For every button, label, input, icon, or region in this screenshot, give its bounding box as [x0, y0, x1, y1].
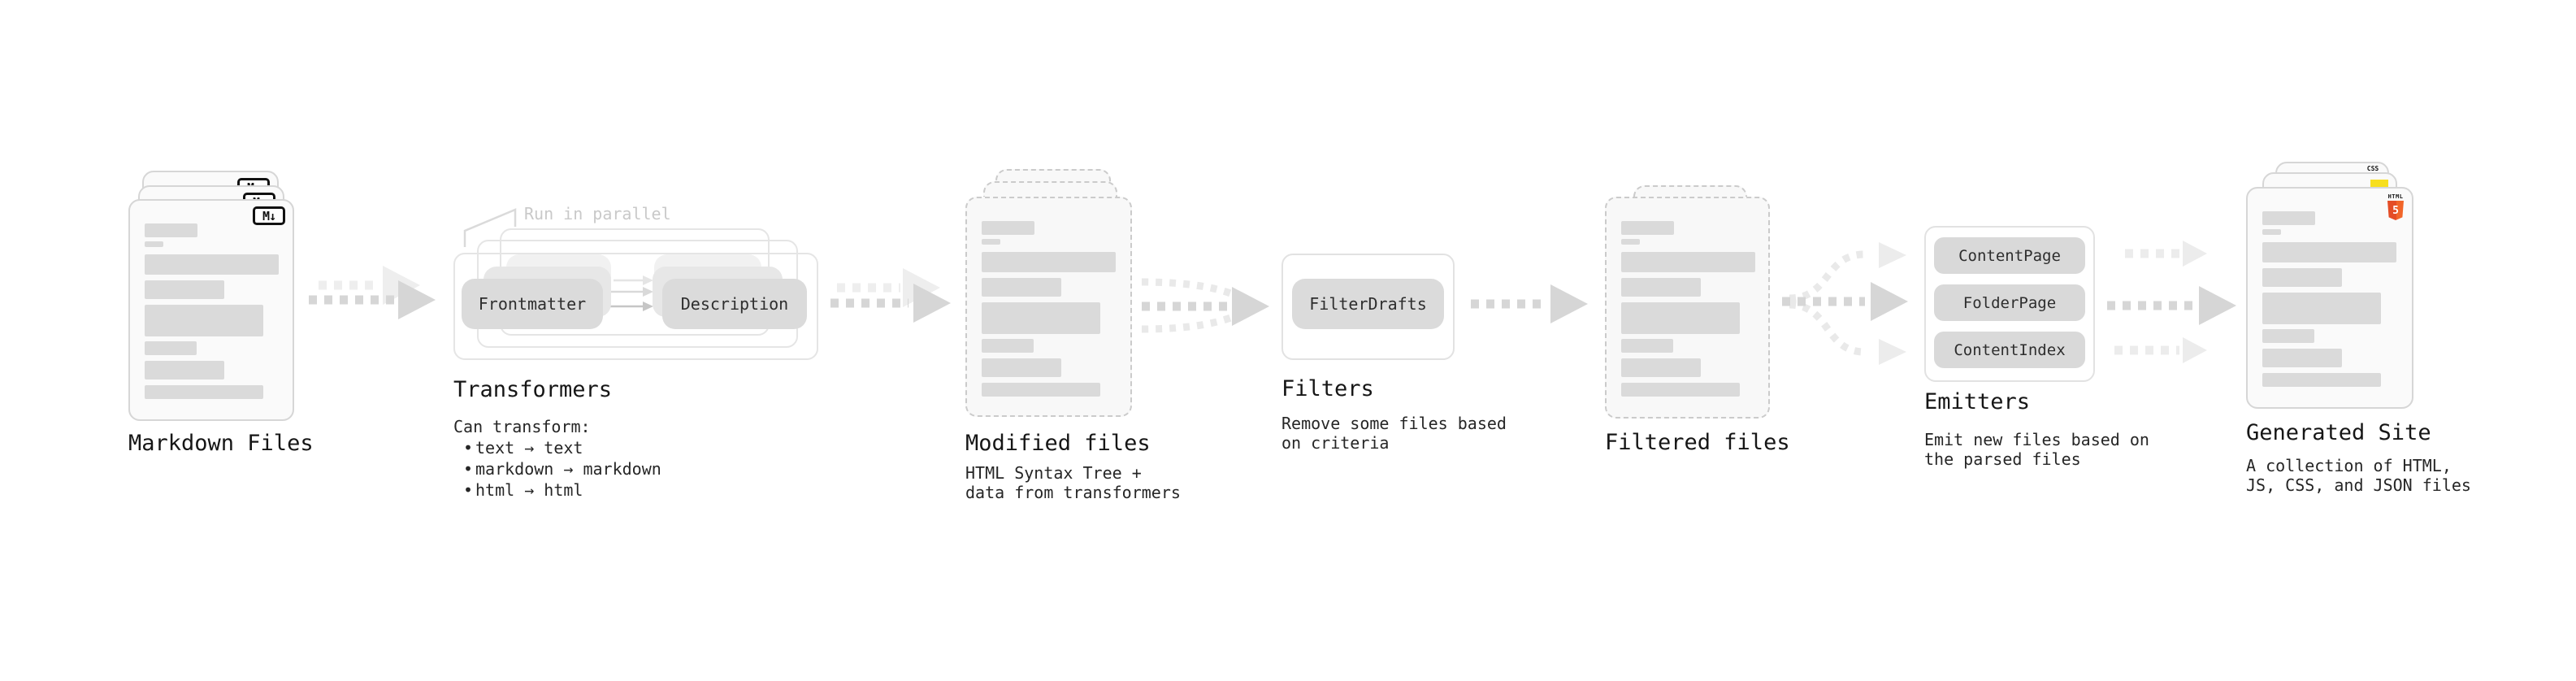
- css-icon-label: CSS: [2366, 165, 2379, 172]
- transformers-bullet: •html → html: [453, 479, 661, 501]
- bullet-marker: •: [462, 438, 474, 458]
- run-in-parallel-leader-line: [463, 208, 517, 247]
- stage-title-markdown-files: Markdown Files: [128, 431, 314, 456]
- text-line-placeholder: [1621, 252, 1755, 272]
- text-line-placeholder: [2262, 268, 2342, 287]
- text-line-placeholder: [2262, 242, 2396, 262]
- text-line-placeholder: [2262, 211, 2315, 225]
- emitters-description: Emit new files based on the parsed files: [1924, 430, 2149, 469]
- text-line-placeholder: [145, 385, 263, 399]
- text-line-placeholder: [145, 280, 224, 299]
- desc-line: Remove some files based: [1281, 414, 1507, 433]
- html5-icon: HTML 5: [2387, 193, 2405, 220]
- text-line-placeholder: [145, 305, 263, 336]
- arrow-filtered-to-emitters: [1782, 242, 1908, 365]
- transformer-box-front: [453, 253, 818, 360]
- bullet-text: text → text: [475, 438, 583, 458]
- html5-icon-label: HTML: [2387, 193, 2404, 200]
- transformer-chip-arrows: [610, 275, 653, 311]
- arrow-transformers-to-modified: [830, 268, 951, 323]
- arrow-filters-to-filtered: [1471, 284, 1588, 323]
- text-line-placeholder: [982, 221, 1034, 235]
- text-line-placeholder: [1621, 358, 1701, 377]
- bullet-text: html → html: [475, 480, 583, 500]
- desc-line: Emit new files based on: [1924, 430, 2149, 449]
- transformers-bullet: •text → text: [453, 437, 661, 458]
- stage-title-emitters: Emitters: [1924, 389, 2031, 414]
- emitter-chip-contentpage: ContentPage: [1934, 237, 2085, 274]
- stage-title-transformers: Transformers: [453, 377, 613, 402]
- text-line-placeholder: [2262, 329, 2314, 343]
- text-line-placeholder: [1621, 339, 1673, 353]
- text-line-placeholder: [982, 383, 1100, 397]
- text-line-placeholder: [2262, 373, 2381, 387]
- text-line-placeholder: [1621, 302, 1740, 334]
- markdown-icon: M↓: [253, 206, 285, 225]
- text-line-placeholder: [982, 358, 1061, 377]
- text-line-placeholder: [2262, 349, 2342, 367]
- text-line-placeholder: [145, 341, 197, 355]
- desc-line: on criteria: [1281, 433, 1390, 453]
- modified-file-card-front: [965, 197, 1132, 417]
- arrow-markdown-to-transformers: [309, 266, 436, 319]
- desc-line: A collection of HTML,: [2246, 456, 2452, 475]
- emitter-chip-folderpage: FolderPage: [1934, 284, 2085, 321]
- bullet-marker: •: [462, 480, 474, 500]
- filtered-file-card-front: [1605, 197, 1770, 419]
- desc-line: JS, CSS, and JSON files: [2246, 475, 2471, 495]
- text-line-placeholder: [982, 302, 1100, 334]
- transformers-desc-heading: Can transform:: [453, 417, 591, 436]
- text-line-placeholder: [2262, 293, 2381, 324]
- emitter-chip-contentindex: ContentIndex: [1934, 332, 2085, 368]
- stage-title-filtered-files: Filtered files: [1605, 430, 1790, 455]
- javascript-icon: [2370, 180, 2388, 188]
- desc-line: HTML Syntax Tree +: [965, 463, 1142, 483]
- transformers-description: Can transform: •text → text •markdown → …: [453, 416, 661, 501]
- markdown-file-card-front: M↓: [128, 199, 294, 421]
- generated-html-file-card: HTML 5: [2246, 187, 2413, 409]
- generated-site-description: A collection of HTML, JS, CSS, and JSON …: [2246, 456, 2471, 495]
- html5-icon-shield: 5: [2387, 201, 2404, 220]
- run-in-parallel-note: Run in parallel: [524, 204, 671, 223]
- modified-files-description: HTML Syntax Tree + data from transformer…: [965, 463, 1181, 502]
- text-line-placeholder: [145, 361, 224, 380]
- text-line-placeholder: [982, 339, 1034, 353]
- transformers-bullet: •markdown → markdown: [453, 458, 661, 479]
- text-line-placeholder: [2262, 229, 2281, 235]
- text-line-placeholder: [1621, 383, 1740, 397]
- filterdrafts-chip: FilterDrafts: [1292, 279, 1444, 329]
- desc-line: the parsed files: [1924, 449, 2081, 469]
- text-line-placeholder: [145, 223, 197, 237]
- text-line-placeholder: [145, 241, 163, 247]
- text-line-placeholder: [982, 252, 1116, 272]
- bullet-text: markdown → markdown: [475, 459, 661, 479]
- stage-title-generated-site: Generated Site: [2246, 420, 2431, 445]
- arrow-emitters-to-site: [2107, 241, 2236, 363]
- text-line-placeholder: [1621, 221, 1674, 235]
- text-line-placeholder: [982, 278, 1061, 297]
- html5-icon-number: 5: [2392, 204, 2399, 217]
- text-line-placeholder: [145, 254, 279, 275]
- bullet-marker: •: [462, 459, 474, 479]
- frontmatter-chip: Frontmatter: [462, 279, 603, 329]
- text-line-placeholder: [982, 239, 1000, 245]
- description-chip: Description: [662, 279, 807, 329]
- text-line-placeholder: [1621, 278, 1701, 297]
- stage-title-filters: Filters: [1281, 376, 1374, 401]
- desc-line: data from transformers: [965, 483, 1181, 502]
- stage-title-modified-files: Modified files: [965, 431, 1151, 456]
- arrow-modified-to-filters: [1141, 278, 1269, 333]
- text-line-placeholder: [1621, 239, 1640, 245]
- filters-description: Remove some files based on criteria: [1281, 414, 1507, 453]
